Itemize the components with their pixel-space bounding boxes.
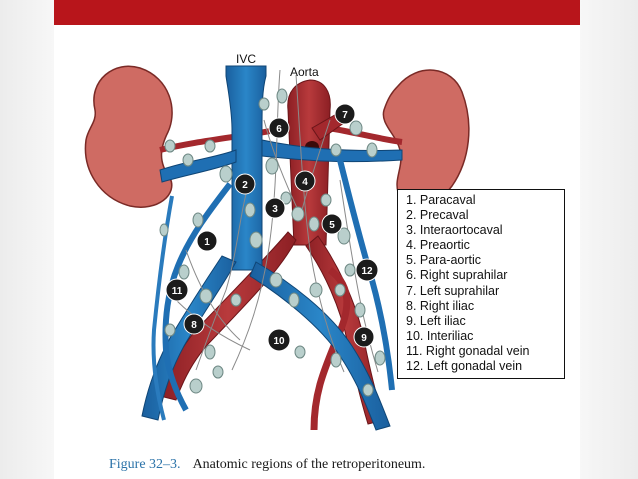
svg-text:12: 12	[361, 266, 373, 277]
left-kidney	[382, 69, 470, 205]
aorta	[287, 79, 331, 246]
svg-text:2: 2	[242, 180, 248, 191]
right-kidney	[84, 65, 173, 208]
region-marker-4: 4	[294, 170, 316, 192]
region-marker-11: 11	[165, 278, 189, 302]
right-common-iliac-vein	[141, 255, 237, 421]
svg-text:7: 7	[342, 110, 348, 121]
region-marker-2: 2	[234, 173, 256, 195]
region-marker-6: 6	[268, 117, 290, 139]
svg-text:11: 11	[172, 286, 183, 297]
svg-text:4: 4	[302, 177, 308, 188]
legend-item-preaortic: 4. Preaortic	[406, 238, 470, 253]
legend-item-left-iliac: 9. Left iliac	[406, 313, 466, 328]
figure-caption-text: Anatomic regions of the retroperitoneum.	[192, 457, 426, 472]
ivc-label: IVC	[236, 52, 256, 66]
lymph-nodes	[159, 88, 386, 397]
svg-text:3: 3	[272, 204, 278, 215]
legend-item-left-suprahilar: 7. Left suprahilar	[406, 283, 500, 298]
legend-item-right-gonadal-vein: 11. Right gonadal vein	[406, 343, 530, 358]
region-marker-12: 12	[355, 258, 379, 282]
region-marker-1: 1	[196, 230, 218, 252]
region-marker-8: 8	[183, 313, 205, 335]
legend-item-left-gonadal-vein: 12. Left gonadal vein	[406, 359, 523, 374]
legend-item-interiliac: 10. Interiliac	[406, 328, 474, 343]
legend-item-right-suprahilar: 6. Right suprahilar	[406, 268, 508, 283]
right-margin	[580, 0, 638, 479]
legend-item-precaval: 2. Precaval	[406, 208, 469, 223]
svg-text:8: 8	[191, 320, 197, 331]
lymphatic-channels	[175, 69, 379, 373]
left-margin	[0, 0, 54, 479]
figure-number: Figure 32–3.	[109, 457, 181, 472]
svg-text:9: 9	[361, 333, 367, 344]
region-marker-9: 9	[353, 326, 375, 348]
aorta-label: Aorta	[290, 65, 319, 79]
legend-item-para-aortic: 5. Para-aortic	[406, 253, 482, 268]
region-marker-3: 3	[264, 197, 286, 219]
title-banner	[54, 0, 580, 25]
legend-item-right-iliac: 8. Right iliac	[406, 298, 475, 313]
region-marker-5: 5	[321, 213, 343, 235]
svg-text:5: 5	[329, 220, 335, 231]
svg-text:10: 10	[273, 336, 285, 347]
legend-item-paracaval: 1. Paracaval	[406, 193, 476, 207]
left-common-iliac-vein	[249, 261, 391, 431]
svg-text:6: 6	[276, 124, 282, 135]
legend-box: 1. Paracaval 2. Precaval 3. Interaortoca…	[397, 189, 565, 379]
region-marker-10: 10	[267, 328, 291, 352]
figure-caption: Figure 32–3. Anatomic regions of the retr…	[109, 457, 425, 473]
svg-text:1: 1	[204, 237, 210, 248]
region-marker-7: 7	[334, 103, 356, 125]
legend-item-interaortocaval: 3. Interaortocaval	[406, 223, 503, 238]
